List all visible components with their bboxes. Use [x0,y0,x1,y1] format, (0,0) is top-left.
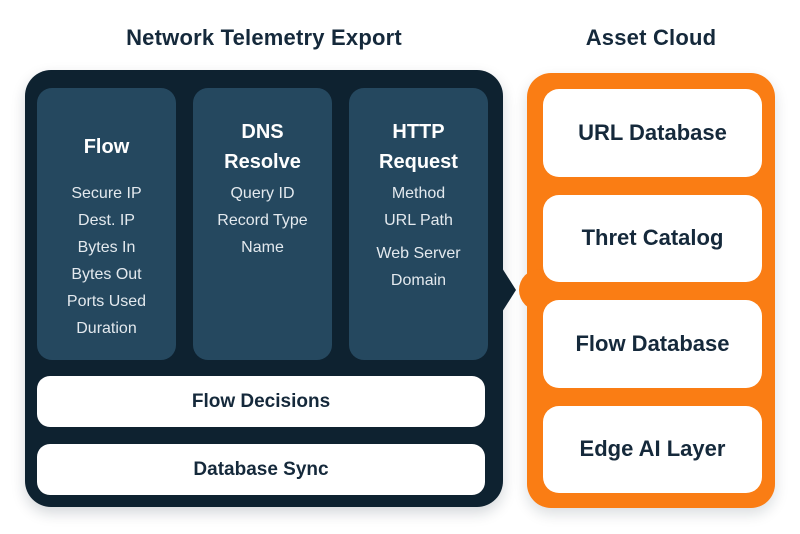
field-url-path: URL Path [384,212,453,229]
dns-resolve-column: DNS Resolve Query ID Record Type Name [193,88,332,360]
flow-column-items: Secure IP Dest. IP Bytes In Bytes Out Po… [47,180,166,342]
field-web-server-domain: Web Server Domain [376,245,461,289]
flow-decisions-label: Flow Decisions [191,390,331,412]
thret-catalog-label: Thret Catalog [581,225,724,251]
field-name: Name [241,239,284,256]
telemetry-panel: Flow Secure IP Dest. IP Bytes In Bytes O… [25,70,516,507]
connector-arrow [502,268,516,312]
edge-ai-layer-label: Edge AI Layer [579,436,726,462]
field-record-type: Record Type [217,212,308,229]
asset-cloud-title: Asset Cloud [585,25,717,50]
flow-database-label: Flow Database [575,330,730,356]
database-sync-bar: Database Sync [37,444,485,495]
http-request-column-items: Method URL Path Web Server Domain [359,180,478,294]
flow-decisions-bar: Flow Decisions [37,376,485,427]
asset-box-thret-catalog: Thret Catalog [543,194,762,282]
http-request-column-title: HTTP Request [379,121,458,173]
url-database-label: URL Database [578,119,727,145]
dns-resolve-column-items: Query ID Record Type Name [203,180,322,261]
telemetry-export-title: Network Telemetry Export [126,25,402,50]
telemetry-columns: Flow Secure IP Dest. IP Bytes In Bytes O… [37,88,488,360]
database-sync-label: Database Sync [193,458,329,480]
dns-resolve-column-title: DNS Resolve [224,121,301,173]
field-bytes-out: Bytes Out [71,266,142,283]
field-dest-ip: Dest. IP [78,212,135,229]
asset-box-url-database: URL Database [543,89,762,177]
field-query-id: Query ID [230,185,295,202]
http-request-column: HTTP Request Method URL Path Web Server … [349,88,488,360]
asset-box-flow-database: Flow Database [543,300,762,388]
flow-column: Flow Secure IP Dest. IP Bytes In Bytes O… [37,88,176,360]
field-duration: Duration [76,320,137,337]
field-method: Method [391,185,446,202]
asset-box-edge-ai-layer: Edge AI Layer [543,405,762,493]
field-ports-used: Ports Used [66,293,147,310]
flow-column-title: Flow [83,136,130,158]
field-bytes-in: Bytes In [77,239,136,256]
asset-cloud-panel: URL Database Thret Catalog Flow Database… [519,73,775,508]
field-secure-ip: Secure IP [71,185,142,202]
